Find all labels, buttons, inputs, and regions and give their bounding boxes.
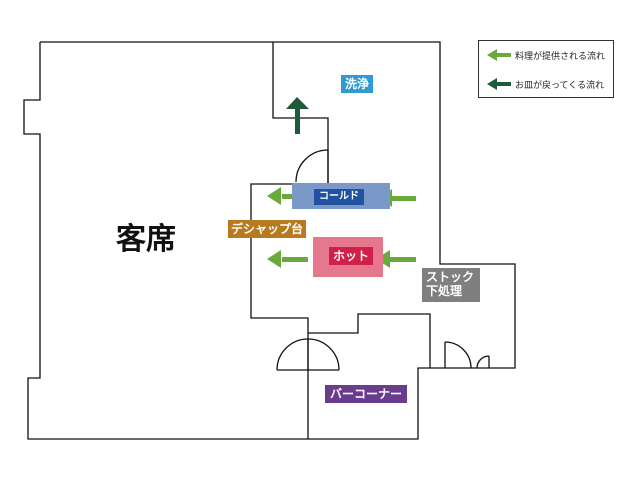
hot-label: ホット — [329, 247, 374, 265]
wash-door-arc — [295, 149, 329, 183]
cold-label: コールド — [314, 189, 364, 205]
bar-door-right — [307, 338, 340, 371]
legend-served-label: 料理が提供される流れ — [515, 51, 606, 62]
seating-label: 客席 — [116, 222, 176, 257]
outer-wall — [40, 41, 516, 369]
legend-return-label: お皿が戻ってくる流れ — [515, 80, 605, 91]
legend-row-served: 料理が提供される流れ — [487, 48, 605, 62]
return-arrow-icon — [487, 78, 511, 90]
stock-door-right — [476, 355, 490, 369]
return-arrow — [286, 97, 309, 134]
stock-door-left — [444, 341, 472, 369]
served-arrow-icon — [487, 49, 511, 61]
legend-row-return: お皿が戻ってくる流れ — [487, 77, 604, 91]
bar-door-left — [276, 338, 309, 371]
legend: 料理が提供される流れ お皿が戻ってくる流れ — [478, 40, 614, 98]
outer-wall-left — [23, 42, 430, 440]
washing-label: 洗浄 — [341, 75, 374, 93]
dishup-label: デシャップ台 — [228, 220, 307, 238]
bar-label: バーコーナー — [325, 385, 408, 403]
stock-label: ストック 下処理 — [422, 268, 481, 302]
